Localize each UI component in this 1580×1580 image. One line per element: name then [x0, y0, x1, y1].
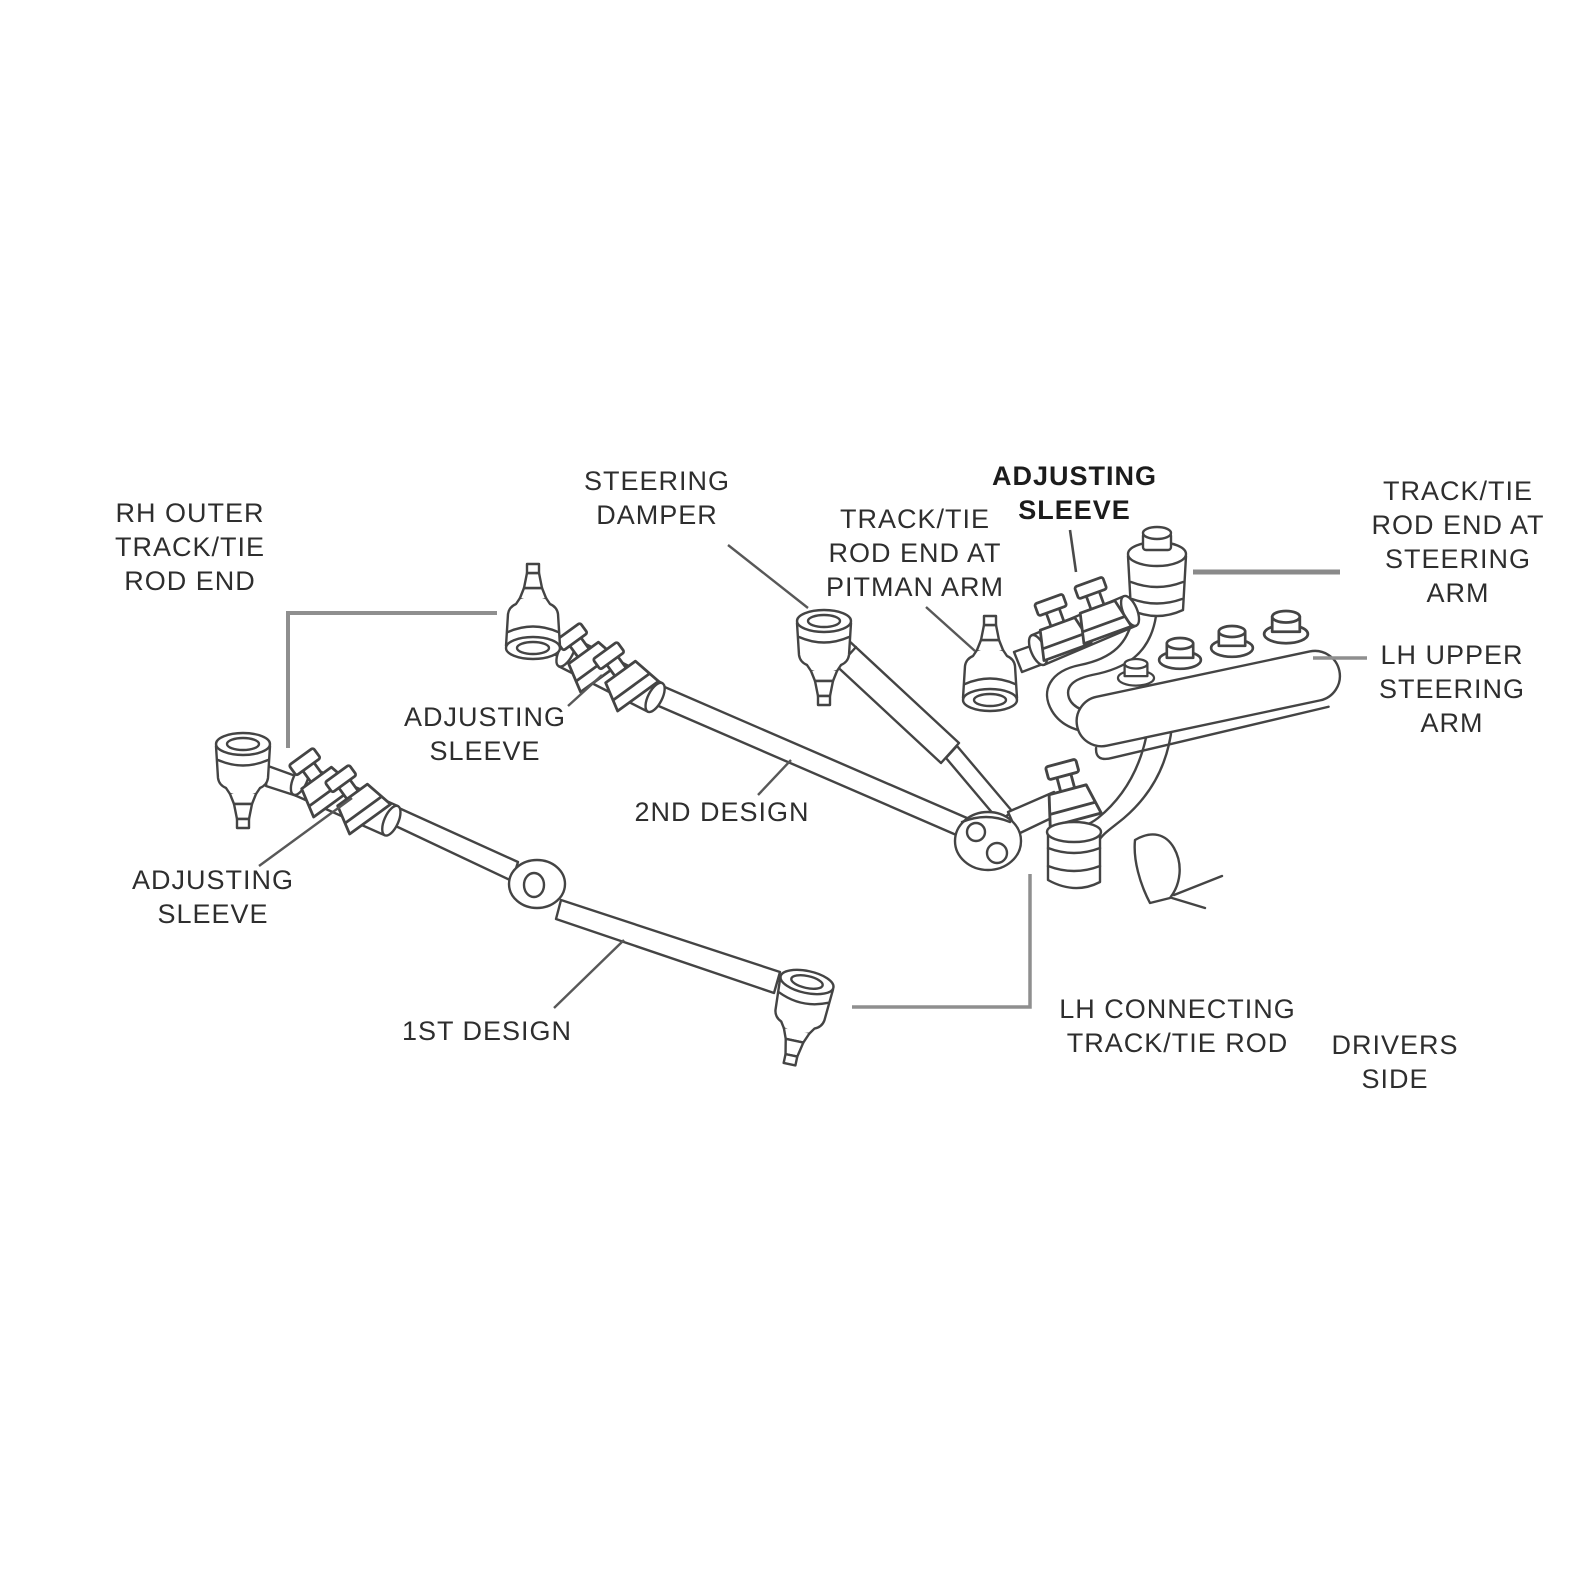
- damper-mount-icon: [795, 608, 853, 707]
- rh-outer-tie-rod-end-2nd-icon: [504, 562, 562, 661]
- leader-lh-connecting: [852, 874, 1032, 1009]
- label-2nd-design: 2ND DESIGN: [634, 797, 810, 827]
- leader-2nd-design: [757, 759, 792, 796]
- first-design-rod-drawing: [214, 731, 837, 1071]
- label-adjusting-sleeve-left: ADJUSTING SLEEVE: [131, 865, 294, 929]
- label-lh-connecting-track-tie-rod: LH CONNECTING TRACK/TIE ROD: [1059, 994, 1296, 1058]
- leader-adjusting-sleeve-left: [258, 797, 353, 867]
- leader-steering-damper: [727, 544, 809, 609]
- label-track-tie-rod-end-at-steering-arm: TRACK/TIE ROD END AT STEERING ARM: [1371, 476, 1545, 608]
- leader-pitman: [925, 606, 976, 652]
- tie-rod-end-at-steering-arm-icon: [1126, 525, 1188, 618]
- label-rh-outer-track-tie-rod-end: RH OUTER TRACK/TIE ROD END: [114, 498, 265, 596]
- leader-adjusting-sleeve-mid: [567, 674, 603, 707]
- label-track-tie-rod-end-at-pitman-arm: TRACK/TIE ROD END AT PITMAN ARM: [825, 504, 1004, 602]
- label-lh-upper-steering-arm: LH UPPER STEERING ARM: [1378, 640, 1526, 738]
- rh-outer-tie-rod-end-1st-icon: [214, 731, 272, 830]
- steering-arm-assembly-drawing: [961, 525, 1342, 910]
- label-drivers-side: DRIVERS SIDE: [1331, 1030, 1459, 1094]
- leader-rh-outer: [286, 611, 497, 748]
- tie-rod-end-at-pitman-arm-icon: [961, 614, 1019, 713]
- label-adjusting-sleeve-top: ADJUSTING SLEEVE: [991, 461, 1157, 525]
- lh-upper-steering-arm-plate: [1075, 649, 1342, 761]
- leader-adjusting-sleeve-top: [1068, 529, 1078, 573]
- label-steering-damper: STEERING DAMPER: [583, 466, 731, 530]
- leader-1st-design: [553, 939, 625, 1009]
- label-adjusting-sleeve-mid: ADJUSTING SLEEVE: [403, 702, 566, 766]
- steering-damper-drawing: [795, 608, 1014, 824]
- label-1st-design: 1ST DESIGN: [401, 1016, 573, 1046]
- leader-lines: [258, 529, 1367, 1009]
